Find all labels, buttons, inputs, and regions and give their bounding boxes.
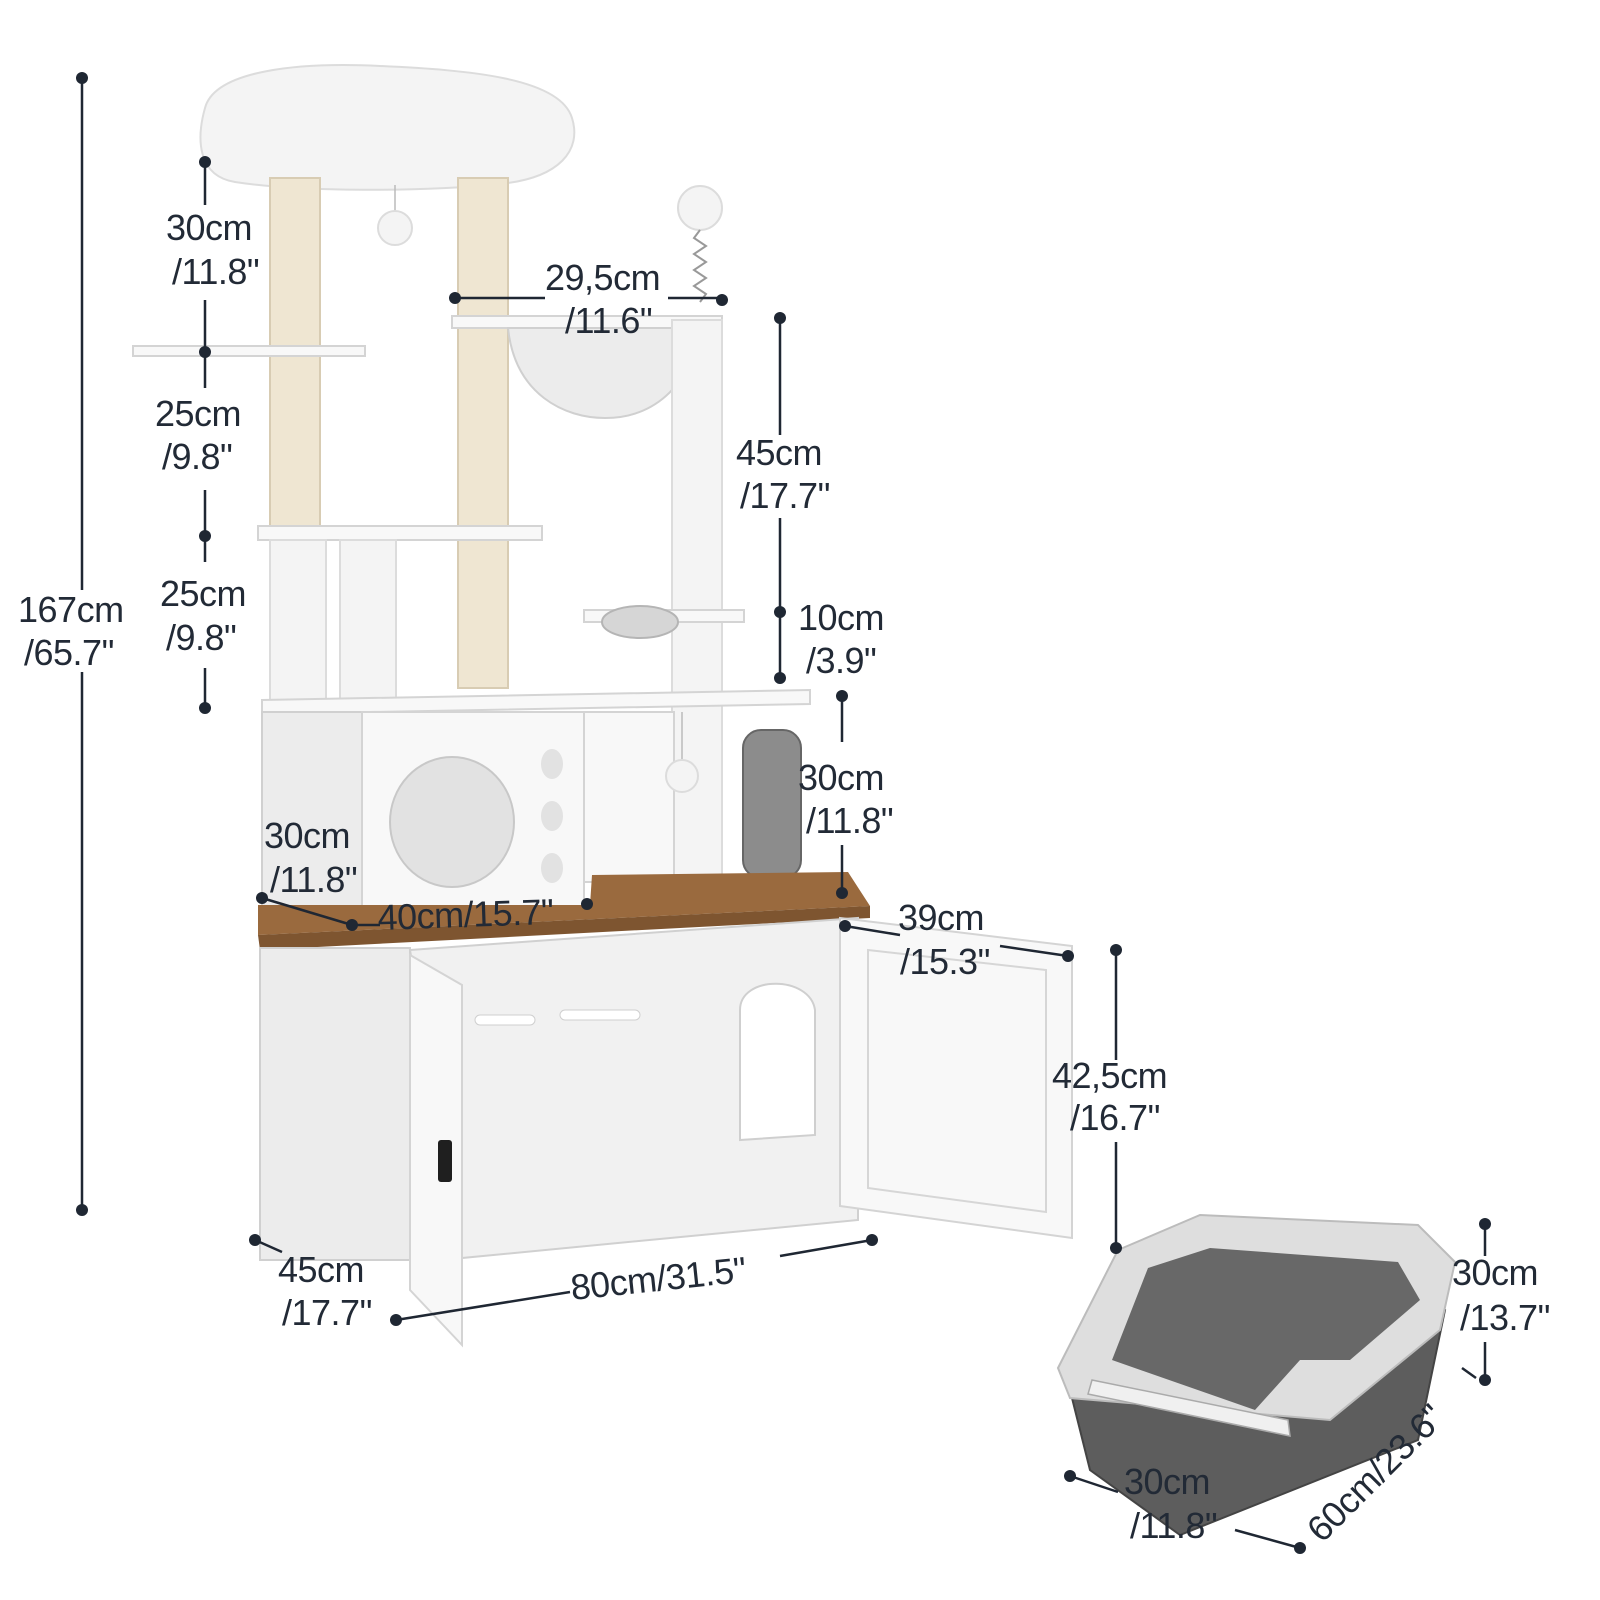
cabinet-arch-entrance [739,982,816,1142]
label-bowl-gap-in: /3.9" [806,640,876,681]
label-top-gap-in: /11.8" [172,251,259,292]
condo-hole-1 [541,749,563,779]
label-door-width-cm: 39cm [898,897,984,938]
condo-side-panel [261,711,363,918]
label-top-gap-cm: 30cm [166,207,252,248]
label-litter-height-in: /13.7" [1460,1297,1550,1338]
label-litter-height-cm: 30cm [1452,1252,1538,1293]
label-gap-mid2-cm: 25cm [160,573,246,614]
cabinet-right-door [839,916,1073,1240]
food-bowl [601,605,679,639]
sisal-post-lower-left [269,349,321,527]
label-gap-mid1-cm: 25cm [155,393,241,434]
condo-round-entrance [389,756,515,888]
label-litter-width-cm: 30cm [1124,1461,1210,1502]
plush-post-mid-lower [339,539,397,709]
cabinet-left-side [259,947,411,1261]
label-cabinet-width: 80cm/31.5" [569,1249,748,1308]
label-hammock-width-cm: 29,5cm [545,257,660,298]
label-cabinet-depth-cm: 45cm [278,1249,364,1290]
sisal-post-center [457,177,509,689]
label-cabinet-height-in: /16.7" [1070,1097,1160,1138]
label-box-width: 40cm/15.7" [377,891,554,938]
spring-ball-toy [677,185,723,231]
vent-slot-2 [559,1009,641,1021]
label-cabinet-depth-in: /17.7" [282,1292,372,1333]
sisal-post-left [269,177,321,351]
cabinet-left-door [409,953,463,1348]
platform-middle [257,525,543,541]
label-box-depth-cm: 30cm [264,815,350,856]
vent-slot-1 [474,1014,536,1026]
plush-post-right [671,319,723,881]
wooden-tabletop [258,872,870,935]
label-total-height-cm: 167cm [18,589,124,630]
platform-upper-left [132,345,366,357]
cat-tree-illustration [132,64,1073,1348]
label-box-height-cm: 30cm [798,757,884,798]
grooming-brush [742,729,802,879]
dimension-lines [76,72,1491,1554]
open-frame-panel [583,711,675,883]
label-right-post-in: /17.7" [740,475,830,516]
condo-hole-2 [541,801,563,831]
label-gap-mid1-in: /9.8" [162,436,232,477]
label-total-height-in: /65.7" [24,632,114,673]
box-top-panel [261,688,811,716]
label-cabinet-height-cm: 42,5cm [1052,1055,1167,1096]
litter-box-illustration [1056,1213,1457,1537]
label-box-height-in: /11.8" [806,800,893,841]
litter-inner [1112,1248,1420,1410]
door-handle [438,1140,452,1182]
label-gap-mid2-in: /9.8" [166,617,236,658]
label-hammock-width-in: /11.6" [565,300,652,341]
label-door-width-in: /15.3" [900,941,990,982]
top-plush-perch [199,64,576,191]
condo-hole-3 [541,853,563,883]
label-box-depth-in: /11.8" [270,859,357,900]
label-bowl-gap-cm: 10cm [798,597,884,638]
plush-post-left-lower [269,539,327,709]
label-litter-width-in: /11.8" [1130,1505,1217,1546]
cube-ball-toy [665,759,699,793]
litter-scatter-guard [1087,1379,1291,1437]
hanging-ball-toy [377,210,413,246]
label-right-post-cm: 45cm [736,432,822,473]
